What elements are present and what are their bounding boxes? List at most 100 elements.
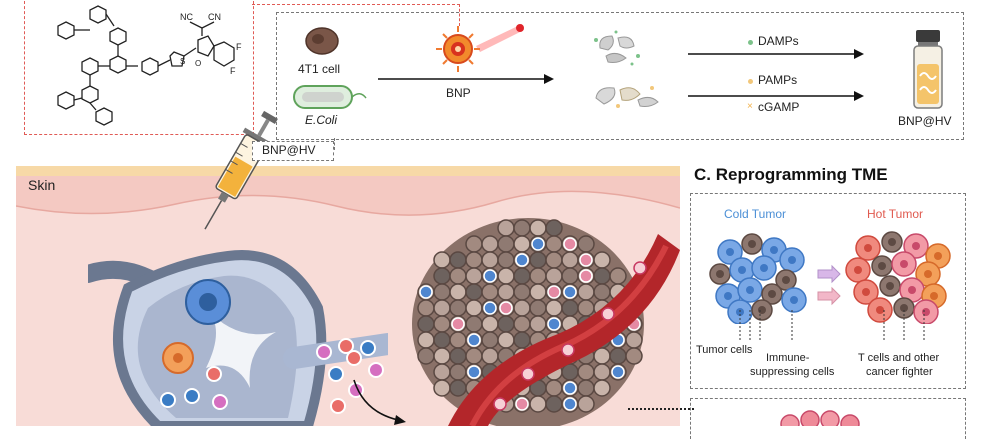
tumor-cell	[433, 251, 451, 269]
damps-dot	[748, 40, 753, 45]
skin-top-band	[16, 166, 680, 178]
tumor-cell	[481, 251, 499, 269]
svg-text:O: O	[195, 59, 201, 68]
cell-nucleus	[790, 296, 798, 304]
tumor-cell	[513, 219, 531, 237]
immune-cell	[483, 301, 497, 315]
tumor-cell-label: 4T1 cell	[298, 62, 341, 76]
tumor-cell	[577, 235, 595, 253]
arrow-damps	[688, 49, 864, 59]
tumor-cell	[545, 235, 563, 253]
tumor-cell	[481, 331, 499, 349]
cell-nucleus	[876, 306, 884, 314]
tumor-cell	[433, 267, 451, 285]
tumor-cell	[609, 267, 627, 285]
tumor-cell	[513, 315, 531, 333]
conversion-arrows	[817, 264, 841, 306]
tumor-cell	[433, 315, 451, 333]
cold-tumor-label: Cold Tumor	[724, 207, 787, 221]
tumor-cell	[577, 363, 595, 381]
tumor-cell	[577, 283, 595, 301]
tumor-cell	[449, 267, 467, 285]
syringe-label: BNP@HV	[262, 143, 316, 157]
tumor-cell	[561, 299, 579, 317]
vial-label: BNP@HV	[898, 114, 952, 128]
tumor-cell	[625, 347, 643, 365]
lymph-node	[88, 250, 388, 426]
tumor-cell	[465, 299, 483, 317]
tumor-cell	[465, 315, 483, 333]
immune-cell	[467, 365, 481, 379]
pamps-dot	[748, 79, 753, 84]
cell-nucleus	[900, 304, 908, 312]
immune-suppressing-label-2: suppressing cells	[750, 366, 835, 378]
molecule-f-label-2: F	[230, 66, 236, 76]
migrating-cells	[328, 350, 406, 425]
tumor-cell	[577, 299, 595, 317]
tumor-mass	[412, 218, 680, 426]
cell-nucleus	[924, 270, 932, 278]
tumor-cell	[497, 235, 515, 253]
tumor-cell	[545, 379, 563, 397]
molecule-cn-label: CN	[208, 12, 221, 22]
immune-cell	[547, 317, 561, 331]
syringe-icon	[204, 110, 278, 230]
tumor-cell	[513, 331, 531, 349]
immune-cell	[451, 317, 465, 331]
gray-connector	[334, 138, 335, 150]
svg-text:S: S	[180, 57, 185, 66]
cell-nucleus	[768, 290, 776, 298]
cell-nucleus	[788, 256, 796, 264]
cell-debris-icon	[594, 30, 640, 66]
tumor-cell	[593, 363, 611, 381]
tumor-cell	[513, 235, 531, 253]
tumor-cell	[497, 219, 515, 237]
bacteria-icon	[293, 85, 367, 109]
vial-icon	[913, 30, 943, 109]
tumor-cell	[497, 331, 515, 349]
tumor-cell	[577, 395, 595, 413]
tumor-cell	[433, 379, 451, 397]
pamps-label: PAMPs	[758, 73, 798, 87]
cell-nucleus	[724, 292, 732, 300]
tumor-cell	[593, 251, 611, 269]
bacteria-debris-icon	[595, 86, 659, 108]
tumor-cell	[465, 235, 483, 253]
molecule-f-label-1: F	[236, 42, 242, 52]
tumor-cell	[449, 283, 467, 301]
tumor-cell	[513, 283, 531, 301]
process-box	[276, 12, 964, 140]
tumor-cell	[481, 315, 499, 333]
cell-nucleus	[886, 282, 894, 290]
tumor-cell	[417, 347, 435, 365]
cell-nucleus	[746, 286, 754, 294]
molecule-box	[24, 0, 254, 135]
cell-nucleus	[738, 266, 746, 274]
cell-nucleus	[930, 292, 938, 300]
immune-cell	[563, 397, 577, 411]
cgamp-label: cGAMP	[758, 100, 800, 114]
arrow-to-bnp	[378, 74, 554, 84]
hot-tumor-label: Hot Tumor	[867, 207, 924, 221]
arrow-pamps	[688, 91, 864, 101]
immune-cell	[579, 269, 593, 283]
immune-cell	[483, 269, 497, 283]
tumor-cell	[529, 299, 547, 317]
immune-suppressing-label-1: Immune-	[766, 352, 810, 364]
section-c-title: C. Reprogramming TME	[694, 165, 888, 184]
tumor-cell	[529, 315, 547, 333]
red-connector-down	[459, 4, 460, 26]
tumor-cell	[449, 331, 467, 349]
next-panel-cells	[780, 410, 860, 426]
tumor-cell	[417, 315, 435, 333]
tumor-cell	[609, 347, 627, 365]
tumor-cell	[513, 267, 531, 285]
cold-tumor-illustration	[709, 233, 807, 324]
cgamp-marker: ×	[747, 101, 753, 112]
leader-lines	[739, 310, 925, 340]
tumor-cell	[577, 379, 595, 397]
molecule-structure: S O NC CN F F	[57, 5, 242, 126]
immune-cell	[531, 237, 545, 251]
cell-nucleus	[878, 262, 886, 270]
tcells-label-2: cancer fighter	[866, 366, 933, 378]
